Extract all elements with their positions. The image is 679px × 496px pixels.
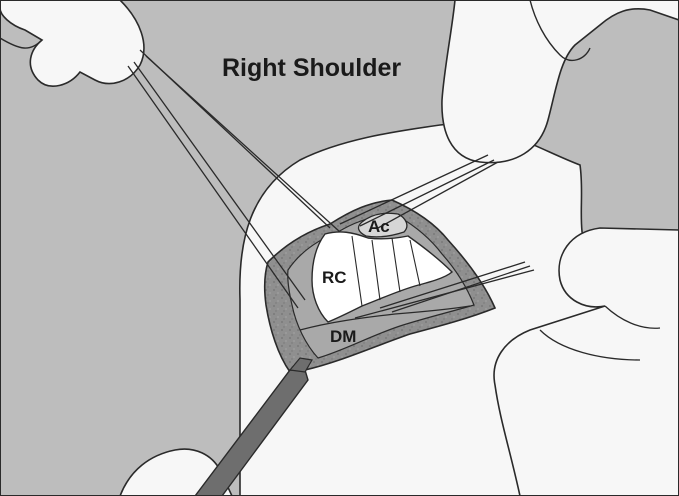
rotator-cuff (311, 231, 454, 323)
lower-right-retractor-sutures (354, 261, 535, 319)
instrument-tip (288, 357, 313, 373)
rotator-cuff-fibres (351, 235, 421, 307)
label-rotator-cuff: RC (322, 268, 347, 287)
upper-right-finger (529, 0, 591, 62)
label-deltoid-muscle: DM (330, 327, 356, 346)
upper-right-hand (441, 0, 679, 164)
lower-right-finger-lines (539, 305, 661, 361)
upper-left-hand (0, 0, 145, 87)
upper-left-retractor-sutures (127, 49, 341, 309)
surgical-instrument (194, 369, 309, 496)
upper-left-finger (0, 37, 43, 49)
label-acromion: Ac (368, 217, 390, 236)
upper-right-retractor-sutures (339, 154, 499, 229)
deltoid-muscle (299, 305, 471, 331)
lower-right-hand (493, 227, 679, 496)
figure-title: Right Shoulder (222, 54, 401, 82)
